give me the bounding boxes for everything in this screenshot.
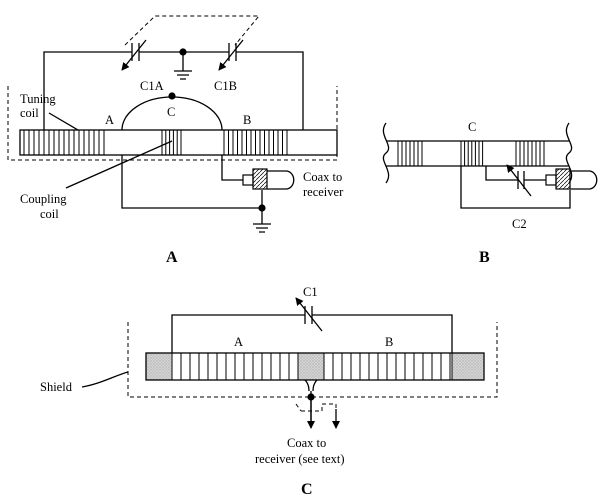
c1a-variable-arrow [121,39,147,71]
ground-icon [174,52,192,80]
label-c1a: C1A [140,79,164,93]
coax-center-pin-b [545,174,557,186]
shield-leader [81,371,129,388]
coil-windings-left [23,130,105,155]
coil-windings-b-left [397,141,423,166]
coax-connector-icon-b [555,168,571,190]
coax-shield-dashed [295,403,337,413]
c1-variable-arrow [295,297,323,332]
label-coax-c-2: receiver (see text) [255,452,345,466]
ground-icon-2 [253,190,271,233]
coax-center-pin [242,174,254,186]
label-tuning-coil-1: Tuning [20,92,56,106]
caption-c: C [301,481,313,498]
c2-variable-arrow [506,164,532,197]
coil-windings-center [161,130,182,155]
coil-rod-c [145,352,485,381]
label-point-a: A [105,113,114,127]
figure-c: C1 A B Shield Coax to receiver (see text… [40,285,498,498]
coax-connector-icon [252,168,268,190]
point-c-dot [168,92,176,100]
label-coupling-coil-2: coil [40,207,59,221]
label-point-c: C [167,105,175,119]
coil-windings-c-left [171,353,299,380]
c2-wire [460,166,571,209]
gang-linkage [124,15,261,46]
c1-wire [171,314,453,353]
coil-windings-b-center [460,141,484,166]
coil-windings-b-right [515,141,545,166]
tuning-coil-leader [48,112,79,131]
coil-rod-outline-b [386,140,569,167]
label-point-b: B [243,113,251,127]
shield-outline-a [7,86,338,161]
ferrite-center [297,352,325,381]
label-shield: Shield [40,380,73,394]
c1b-variable-arrow [218,39,244,71]
figure-b: C C2 B [382,120,598,266]
label-c2: C2 [512,217,527,231]
break-left [382,122,390,184]
label-coax-2: receiver [303,185,344,199]
break-right [565,122,573,184]
coax-cable [267,170,295,190]
caption-b: B [479,249,490,266]
coupling-coil-leader [65,140,173,189]
figure-a: C1A C1B Tuning coil A C B Coupling coil … [7,15,344,266]
label-coax-1: Coax to [303,170,342,184]
label-c1b: C1B [214,79,237,93]
coax-cable-b [570,170,598,190]
label-tuning-coil-2: coil [20,106,39,120]
ferrite-end-right [451,352,485,381]
label-point-b-c: B [385,335,393,349]
center-tap-dot [307,393,315,401]
label-coax-c-1: Coax to [287,436,326,450]
caption-a: A [166,249,178,266]
coupling-wire [121,155,262,209]
coil-windings-c-right [323,353,451,380]
coil-windings-right [223,130,288,155]
label-coupling-coil-1: Coupling [20,192,67,206]
label-point-a-c: A [234,335,243,349]
ferrite-end-left [145,352,173,381]
label-point-c-b: C [468,120,476,134]
label-c1: C1 [303,285,318,299]
tuning-coil [19,129,338,156]
